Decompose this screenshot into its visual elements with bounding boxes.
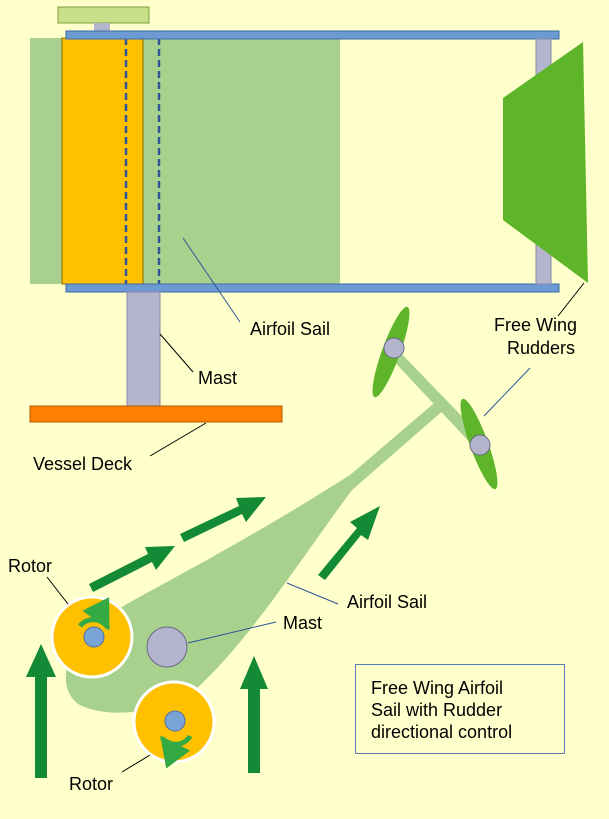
rotor-top-label: Rotor (8, 556, 52, 576)
vessel-deck-label: Vessel Deck (33, 454, 133, 474)
mast-top-cap (57, 6, 150, 24)
rotation-arrow-lower (160, 734, 193, 769)
mast-side-label: Mast (198, 368, 237, 388)
wind-arrow-right-vertical (240, 656, 268, 773)
rotation-arrow-upper (78, 597, 111, 631)
free-wing-rudders-label-line2: Rudders (507, 338, 575, 358)
free-wing-rudders-label-line1: Free Wing (494, 315, 577, 335)
wind-arrow-left-vertical (26, 644, 56, 778)
caption-line-1: Free Wing Airfoil (371, 678, 504, 698)
caption-line-2: Sail with Rudder (371, 700, 503, 720)
mast-side-view (126, 291, 161, 407)
rotor-top-view-lower (132, 680, 216, 769)
airfoil-sail-side-label: Airfoil Sail (250, 319, 330, 339)
wind-arrow-2 (180, 497, 266, 542)
mast-top-stem (94, 23, 110, 32)
vessel-deck-bar (29, 405, 283, 423)
mast-top-view (146, 626, 188, 668)
leader-rudders-top (483, 367, 531, 417)
wind-arrows (26, 497, 380, 778)
rotor-top-view-upper (50, 595, 134, 679)
rudder-pivot-left (383, 337, 405, 359)
rudder-boom (388, 343, 483, 448)
leader-rotor-bottom (121, 754, 151, 773)
caption-box: Free Wing Airfoil Sail with Rudder direc… (355, 664, 565, 754)
leader-rudders-side (557, 282, 585, 317)
caption-line-3: directional control (371, 722, 513, 742)
leader-mast-side (159, 333, 194, 373)
leader-rotor-top (46, 576, 69, 605)
rudder-pivot-right (469, 434, 491, 456)
rudder-side-view (503, 42, 588, 283)
mast-top-label: Mast (283, 613, 322, 633)
leader-airfoil-sail-side (182, 237, 241, 323)
wind-arrow-3 (318, 506, 380, 580)
leader-vessel-deck (149, 422, 207, 457)
rotor-side-view (61, 37, 144, 285)
frame-top-bar (65, 30, 560, 40)
frame-bottom-bar (65, 283, 560, 293)
leader-airfoil-sail-top (286, 582, 339, 605)
airfoil-sail-top-label: Airfoil Sail (347, 592, 427, 612)
rotor-bottom-label: Rotor (69, 774, 113, 794)
leader-mast-top (187, 621, 277, 644)
wind-arrow-1 (89, 546, 175, 592)
